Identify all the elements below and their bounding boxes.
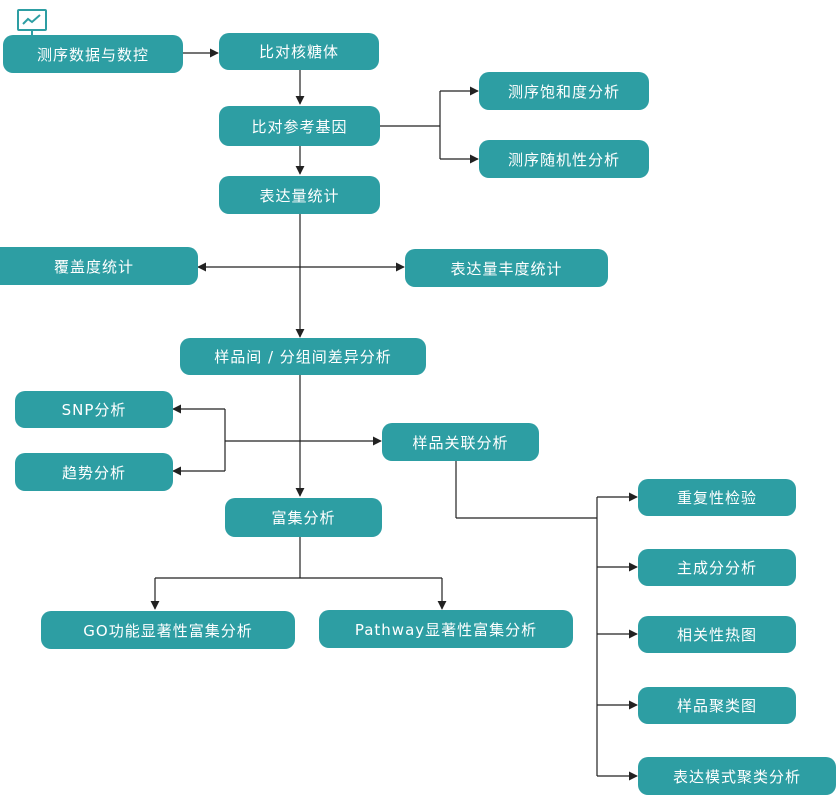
node-sample-correlation: 样品关联分析 — [382, 423, 539, 461]
node-trend: 趋势分析 — [15, 453, 173, 491]
node-coverage-stats: 覆盖度统计 — [0, 247, 198, 285]
node-snp: SNP分析 — [15, 391, 173, 428]
node-expr-stats: 表达量统计 — [219, 176, 380, 214]
node-enrichment: 富集分析 — [225, 498, 382, 537]
node-repeat-test: 重复性检验 — [638, 479, 796, 516]
node-expr-pattern-cluster: 表达模式聚类分析 — [638, 757, 836, 795]
node-pathway-enrichment: Pathway显著性富集分析 — [319, 610, 573, 648]
node-corr-heatmap: 相关性热图 — [638, 616, 796, 653]
node-seq-saturation: 测序饱和度分析 — [479, 72, 649, 110]
node-pca: 主成分分析 — [638, 549, 796, 586]
node-seq-qc: 测序数据与数控 — [3, 35, 183, 73]
node-expr-abundance: 表达量丰度统计 — [405, 249, 608, 287]
node-diff-analysis: 样品间 / 分组间差异分析 — [180, 338, 426, 375]
node-sample-cluster: 样品聚类图 — [638, 687, 796, 724]
node-seq-randomness: 测序随机性分析 — [479, 140, 649, 178]
node-go-enrichment: GO功能显著性富集分析 — [41, 611, 295, 649]
node-align-ref: 比对参考基因 — [219, 106, 380, 146]
node-align-rrna: 比对核糖体 — [219, 33, 379, 70]
